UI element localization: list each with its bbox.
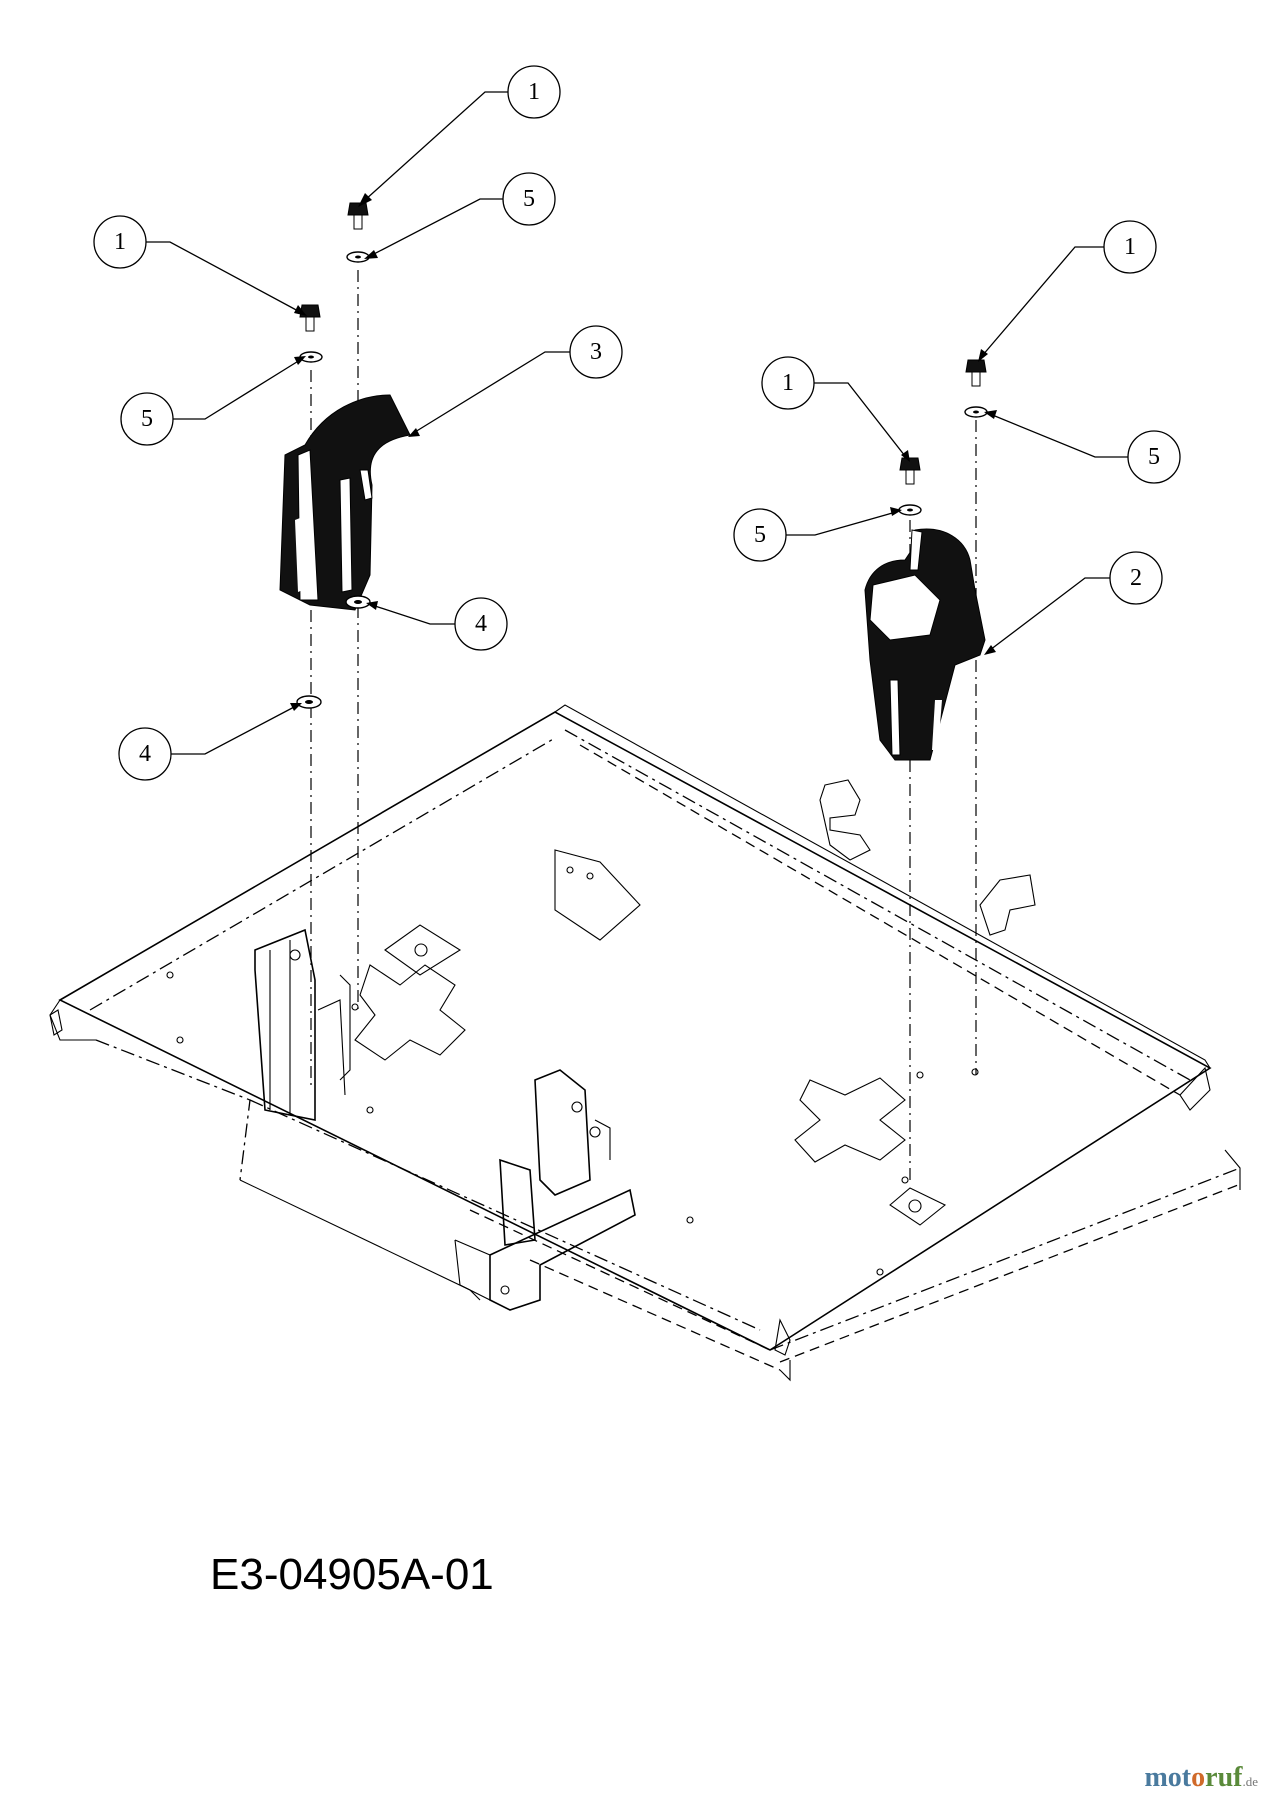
callout-1-right-mid: 1 [761, 356, 815, 410]
callout-5-left: 5 [120, 392, 174, 446]
bolt-1-mid-right [899, 457, 921, 485]
callout-4-upper: 4 [454, 597, 508, 651]
drawing-code: E3-04905A-01 [210, 1550, 494, 1599]
svg-text:2: 2 [1130, 565, 1142, 591]
svg-text:5: 5 [1148, 444, 1160, 470]
assembly-center-lines [310, 270, 977, 1180]
svg-text:1: 1 [782, 370, 794, 396]
leader-lines [146, 91, 1128, 755]
mower-deck-frame [49, 704, 1241, 1382]
svg-text:1: 1 [114, 229, 126, 255]
watermark-part-c: ruf [1205, 1762, 1243, 1793]
part-3-left-cover [279, 394, 411, 611]
callout-1-top: 1 [507, 65, 561, 119]
callout-5-top: 5 [502, 172, 556, 226]
svg-text:5: 5 [523, 186, 535, 212]
svg-text:3: 3 [590, 339, 602, 365]
svg-text:5: 5 [754, 522, 766, 548]
callout-2: 2 [1109, 551, 1163, 605]
svg-text:4: 4 [139, 741, 151, 767]
svg-text:1: 1 [1124, 234, 1136, 260]
callouts: 1 5 1 3 5 4 4 1 [93, 65, 1181, 781]
callout-3: 3 [569, 325, 623, 379]
bolt-1-mid-left [299, 304, 321, 332]
callout-1-left: 1 [93, 215, 147, 269]
callout-1-right-top: 1 [1103, 220, 1157, 274]
callout-5-right: 5 [1127, 430, 1181, 484]
callout-4-lower: 4 [118, 727, 172, 781]
part-2-right-cover [864, 528, 986, 761]
bolt-1-top-left [347, 202, 369, 230]
svg-text:4: 4 [475, 611, 487, 637]
watermark-part-a: mot [1144, 1762, 1192, 1793]
bolt-1-top-right [965, 359, 987, 387]
callout-5-right-mid: 5 [733, 508, 787, 562]
watermark-logo: motoruf.de [1144, 1762, 1258, 1794]
watermark-part-b: o [1191, 1762, 1206, 1793]
svg-text:5: 5 [141, 406, 153, 432]
watermark-tld: .de [1242, 1774, 1258, 1789]
svg-text:1: 1 [528, 79, 540, 105]
